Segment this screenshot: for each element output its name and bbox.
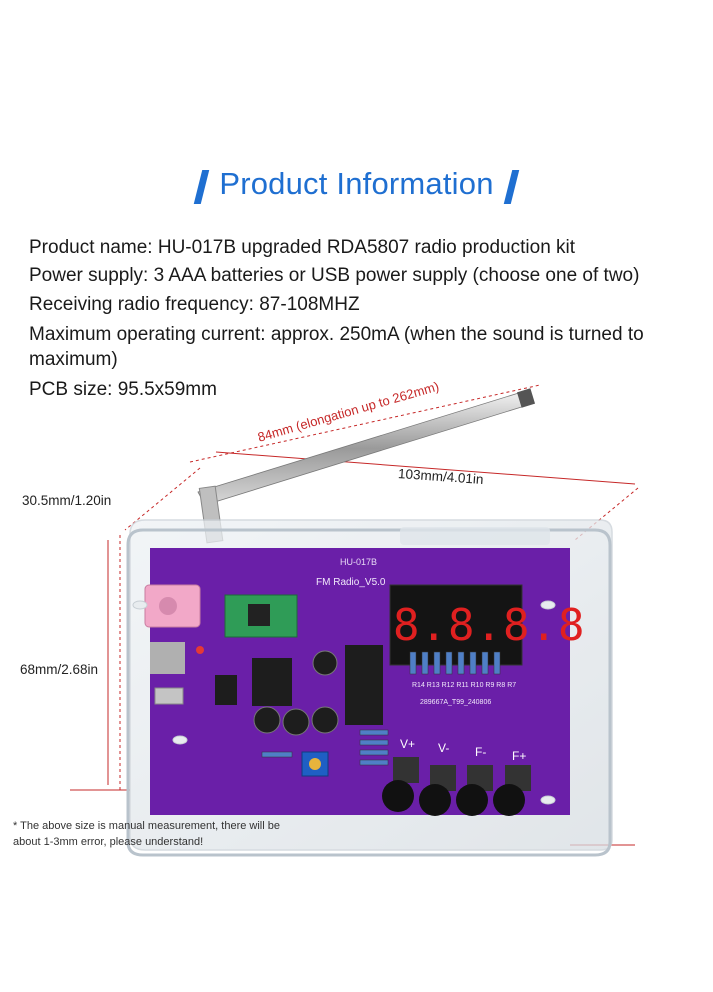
resistor-labels: R14 R13 R12 R11 R10 R9 R8 R7 bbox=[412, 682, 517, 689]
page-title: Product Information bbox=[219, 166, 494, 201]
board-model: HU-017B bbox=[340, 557, 378, 567]
button-label-freq-up: F+ bbox=[512, 749, 527, 763]
spec-current: Maximum operating current: approx. 250mA… bbox=[29, 324, 644, 345]
button-label-vol-down: V- bbox=[438, 741, 450, 755]
board-subtitle: FM Radio_V5.0 bbox=[316, 577, 386, 588]
spec-frequency: Receiving radio frequency: 87-108MHZ bbox=[29, 294, 360, 315]
height-label: 68mm/2.68in bbox=[20, 662, 99, 677]
case-front bbox=[126, 528, 612, 857]
button-label-freq-down: F- bbox=[475, 745, 487, 759]
spec-pcb-size: PCB size: 95.5x59mm bbox=[29, 379, 217, 400]
spec-product-name: Product name: HU-017B upgraded RDA5807 r… bbox=[29, 237, 576, 258]
button-label-vol-up: V+ bbox=[400, 737, 416, 751]
title-row: Product Information bbox=[0, 166, 713, 207]
button-caps bbox=[382, 757, 531, 816]
depth-label: 30.5mm/1.20in bbox=[22, 493, 112, 508]
footnote: * The above size is manual measurement, … bbox=[13, 820, 280, 848]
segment-display: 8.8.8.8 bbox=[393, 600, 586, 651]
spec-current-cont: maximum) bbox=[29, 349, 118, 370]
spec-power-supply: Power supply: 3 AAA batteries or USB pow… bbox=[29, 265, 640, 286]
resistor-row bbox=[409, 651, 501, 675]
board-serial: 289667A_T99_240806 bbox=[420, 699, 492, 706]
